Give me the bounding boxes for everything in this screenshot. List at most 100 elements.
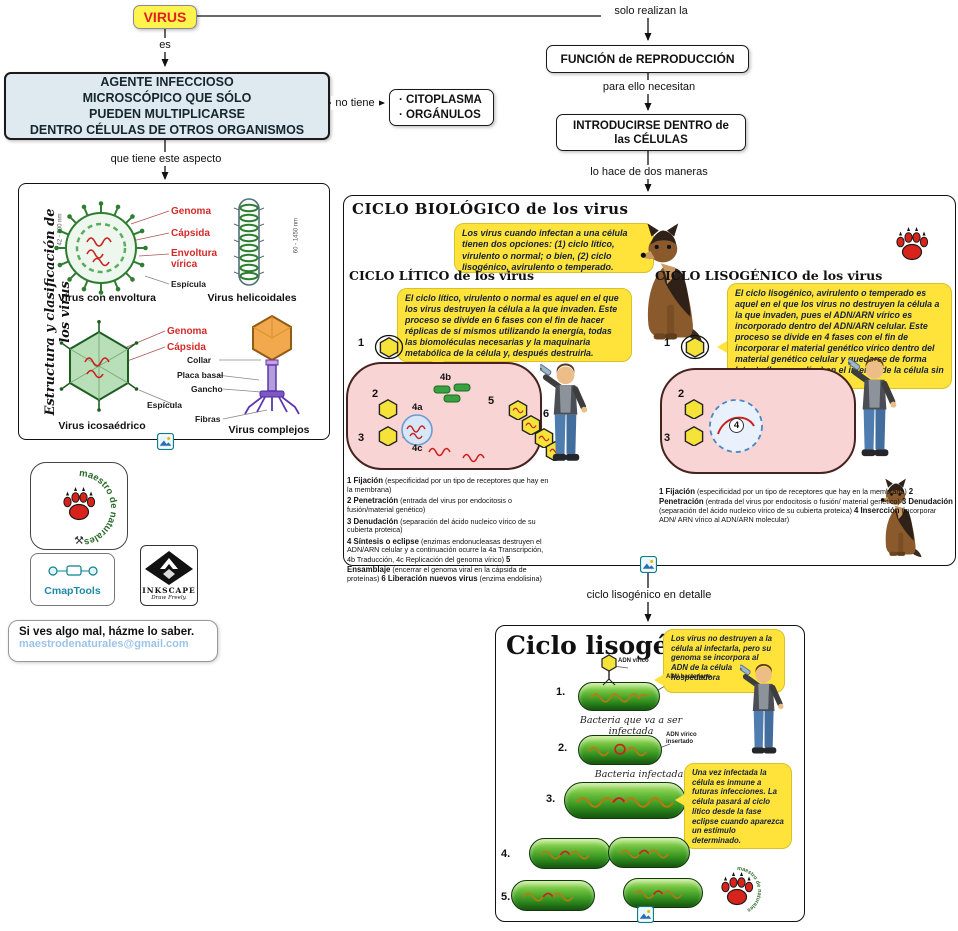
bacterial-dna-with-insert (634, 890, 683, 899)
paw-logo-small: maestro de naturales (721, 866, 762, 913)
bacterium-illustration (578, 682, 660, 711)
label-ico-capsida: Cápsida (167, 342, 206, 353)
detail-step-4: 4. (501, 848, 511, 860)
image-resource-icon[interactable] (640, 556, 657, 573)
lytic-callout: El ciclo lítico, virulento o normal es a… (397, 288, 632, 362)
lyso-callout: El ciclo lisogénico, avirulento o temper… (727, 283, 952, 389)
definition-line: AGENTE INFECCIOSO (100, 75, 234, 89)
contact-message: Si ves algo mal, házme lo saber. (19, 626, 195, 638)
node-reproduction[interactable]: FUNCIÓN de REPRODUCCIÓN (546, 45, 749, 73)
dividing-bacterium-illustration (608, 837, 690, 868)
bacterial-dna-with-insert (522, 892, 574, 902)
caption-helical: Virus helicoidales (207, 292, 297, 304)
icosahedral-virus-illustration (59, 320, 139, 412)
size-annotation-right: 60 - 1450 nm (293, 217, 300, 254)
lysogenic-detail-panel: Ciclo lisogénico Los virus no destruyen … (495, 625, 805, 923)
node-organelles[interactable]: · CITOPLASMA · ORGÁNULOS (389, 89, 494, 126)
contact-email[interactable]: maestrodenaturales@gmail.com (19, 638, 189, 650)
inkscape-logo[interactable]: INKSCAPE Draw Freely. (140, 545, 198, 606)
contact-note: Si ves algo mal, házme lo saber. maestro… (8, 620, 218, 662)
bacterium-illustration (564, 782, 686, 819)
detail-step-5: 5. (501, 891, 511, 903)
paw-logo-art: maestro de naturales ⚒ (63, 468, 119, 548)
bio-panel-title: CICLO BIOLÓGICO de los virus (352, 200, 629, 218)
bio-cycle-panel: CICLO BIOLÓGICO de los virus Los virus c… (343, 195, 956, 583)
label-collar: Collar (187, 355, 212, 365)
maestro-paw-logo: maestro de naturales ⚒ (30, 462, 128, 550)
tools-icon: ⚒ (74, 535, 84, 547)
inkscape-logo-art (145, 551, 193, 585)
introduce-line: las CÉLULAS (614, 133, 688, 146)
lytic-step-5: 5 (488, 395, 495, 407)
lytic-step-4b: 4b (440, 372, 452, 383)
detail-step-1: 1. (556, 686, 566, 698)
caption-step-2: Bacteria infectada (594, 769, 684, 780)
paw-logo-mini (896, 226, 929, 261)
definition-line: DENTRO CÉLULAS DE OTROS ORGANISMOS (29, 123, 305, 137)
bacterial-dna-with-insert (540, 850, 590, 860)
lyso-step-3: 3 (664, 432, 671, 444)
caption-step-1: Bacteria que va a ser infectada (579, 715, 683, 737)
lysogenic-cell-illustration (660, 368, 856, 474)
bacterium-illustration (578, 735, 662, 765)
label-genoma: Genoma (171, 206, 212, 217)
lyso-step-1: 1 (664, 337, 671, 349)
virus-hexagon-icon (378, 426, 398, 446)
label-adn-virico: ADN vírico (618, 658, 649, 664)
bacterial-dna-with-insert (588, 743, 648, 757)
label-capsida: Cápsida (171, 228, 210, 239)
dog-illustration (640, 223, 702, 342)
link-label-no-tiene: no tiene (331, 96, 379, 110)
detail-step-2: 2. (558, 742, 568, 754)
lytic-step-3: 3 (358, 432, 365, 444)
label-envoltura: Envoltura vírica (171, 248, 218, 270)
cmaptools-logo-art (47, 564, 98, 576)
enveloped-virus-illustration (53, 200, 149, 296)
node-definition[interactable]: AGENTE INFECCIOSO MICROSCÓPICO QUE SÓLO … (4, 72, 330, 140)
organelles-line: · ORGÁNULOS (399, 108, 481, 121)
daughter-bacterium-illustration (623, 878, 703, 908)
definition-line: MICROSCÓPICO QUE SÓLO (82, 91, 252, 105)
legend-item: 3 Denudación (separación del ácido nucle… (347, 516, 536, 535)
lytic-title: CICLO LÍTICO de los virus (349, 268, 534, 283)
virus-structure-panel: Estructura y clasificación de los virus … (18, 183, 330, 440)
virus-attached-icon (374, 334, 404, 360)
image-resource-icon[interactable] (157, 433, 174, 450)
node-introduce[interactable]: INTRODUCIRSE DENTRO de las CÉLULAS (556, 114, 746, 151)
caption-enveloped: Virus con envoltura (58, 292, 156, 304)
node-virus[interactable]: VIRUS (133, 5, 197, 29)
genome-squiggle (462, 453, 485, 463)
label-gancho: Gancho (191, 384, 223, 394)
lytic-cell-illustration (346, 362, 542, 470)
lytic-legend: 1 Fijación (especificidad por un tipo de… (347, 476, 549, 586)
detail-callout-bottom: Una vez infectada la célula es inmune a … (684, 763, 792, 849)
bacterial-dna-with-insert (575, 797, 675, 808)
cmaptools-logo[interactable]: CmapTools (30, 553, 115, 606)
organelles-line: · CITOPLASMA (399, 93, 482, 106)
detail-callout-bottom-tail (675, 794, 685, 806)
link-label-dos-maneras: lo hace de dos maneras (586, 165, 712, 179)
virus-hexagon-icon (378, 399, 398, 419)
legend-item: 2 Penetración (entrada del virus por end… (347, 496, 513, 514)
lytic-step-1: 1 (358, 337, 365, 349)
structure-pointer-lines (114, 210, 268, 420)
link-label-solo-realizan: solo realizan la (601, 4, 701, 18)
image-resource-icon[interactable] (637, 906, 654, 923)
definition-line: PUEDEN MULTIPLICARSE (88, 107, 246, 121)
label-fibras: Fibras (195, 414, 221, 424)
lytic-step-2: 2 (372, 388, 379, 400)
cmaptools-logo-text: CmapTools (44, 584, 101, 597)
link-label-para-ello: para ello necesitan (597, 80, 701, 94)
lyso-step-2: 2 (678, 388, 685, 400)
scientist-illustration (848, 358, 904, 472)
lyso-legend: 1 Fijación (especificidad por un tipo de… (659, 487, 953, 524)
genome-squiggle (428, 447, 451, 457)
lytic-step-6: 6 (543, 408, 550, 420)
link-label-aspecto: que tiene este aspecto (103, 152, 229, 166)
virus-hexagon-icon (684, 399, 704, 419)
label-adn-insertado: ADN vírico insertado (666, 732, 697, 745)
bacterial-dna (590, 693, 648, 703)
introduce-line: INTRODUCIRSE DENTRO de (573, 119, 729, 132)
caption-icosahedral: Virus icosaédrico (58, 420, 146, 432)
